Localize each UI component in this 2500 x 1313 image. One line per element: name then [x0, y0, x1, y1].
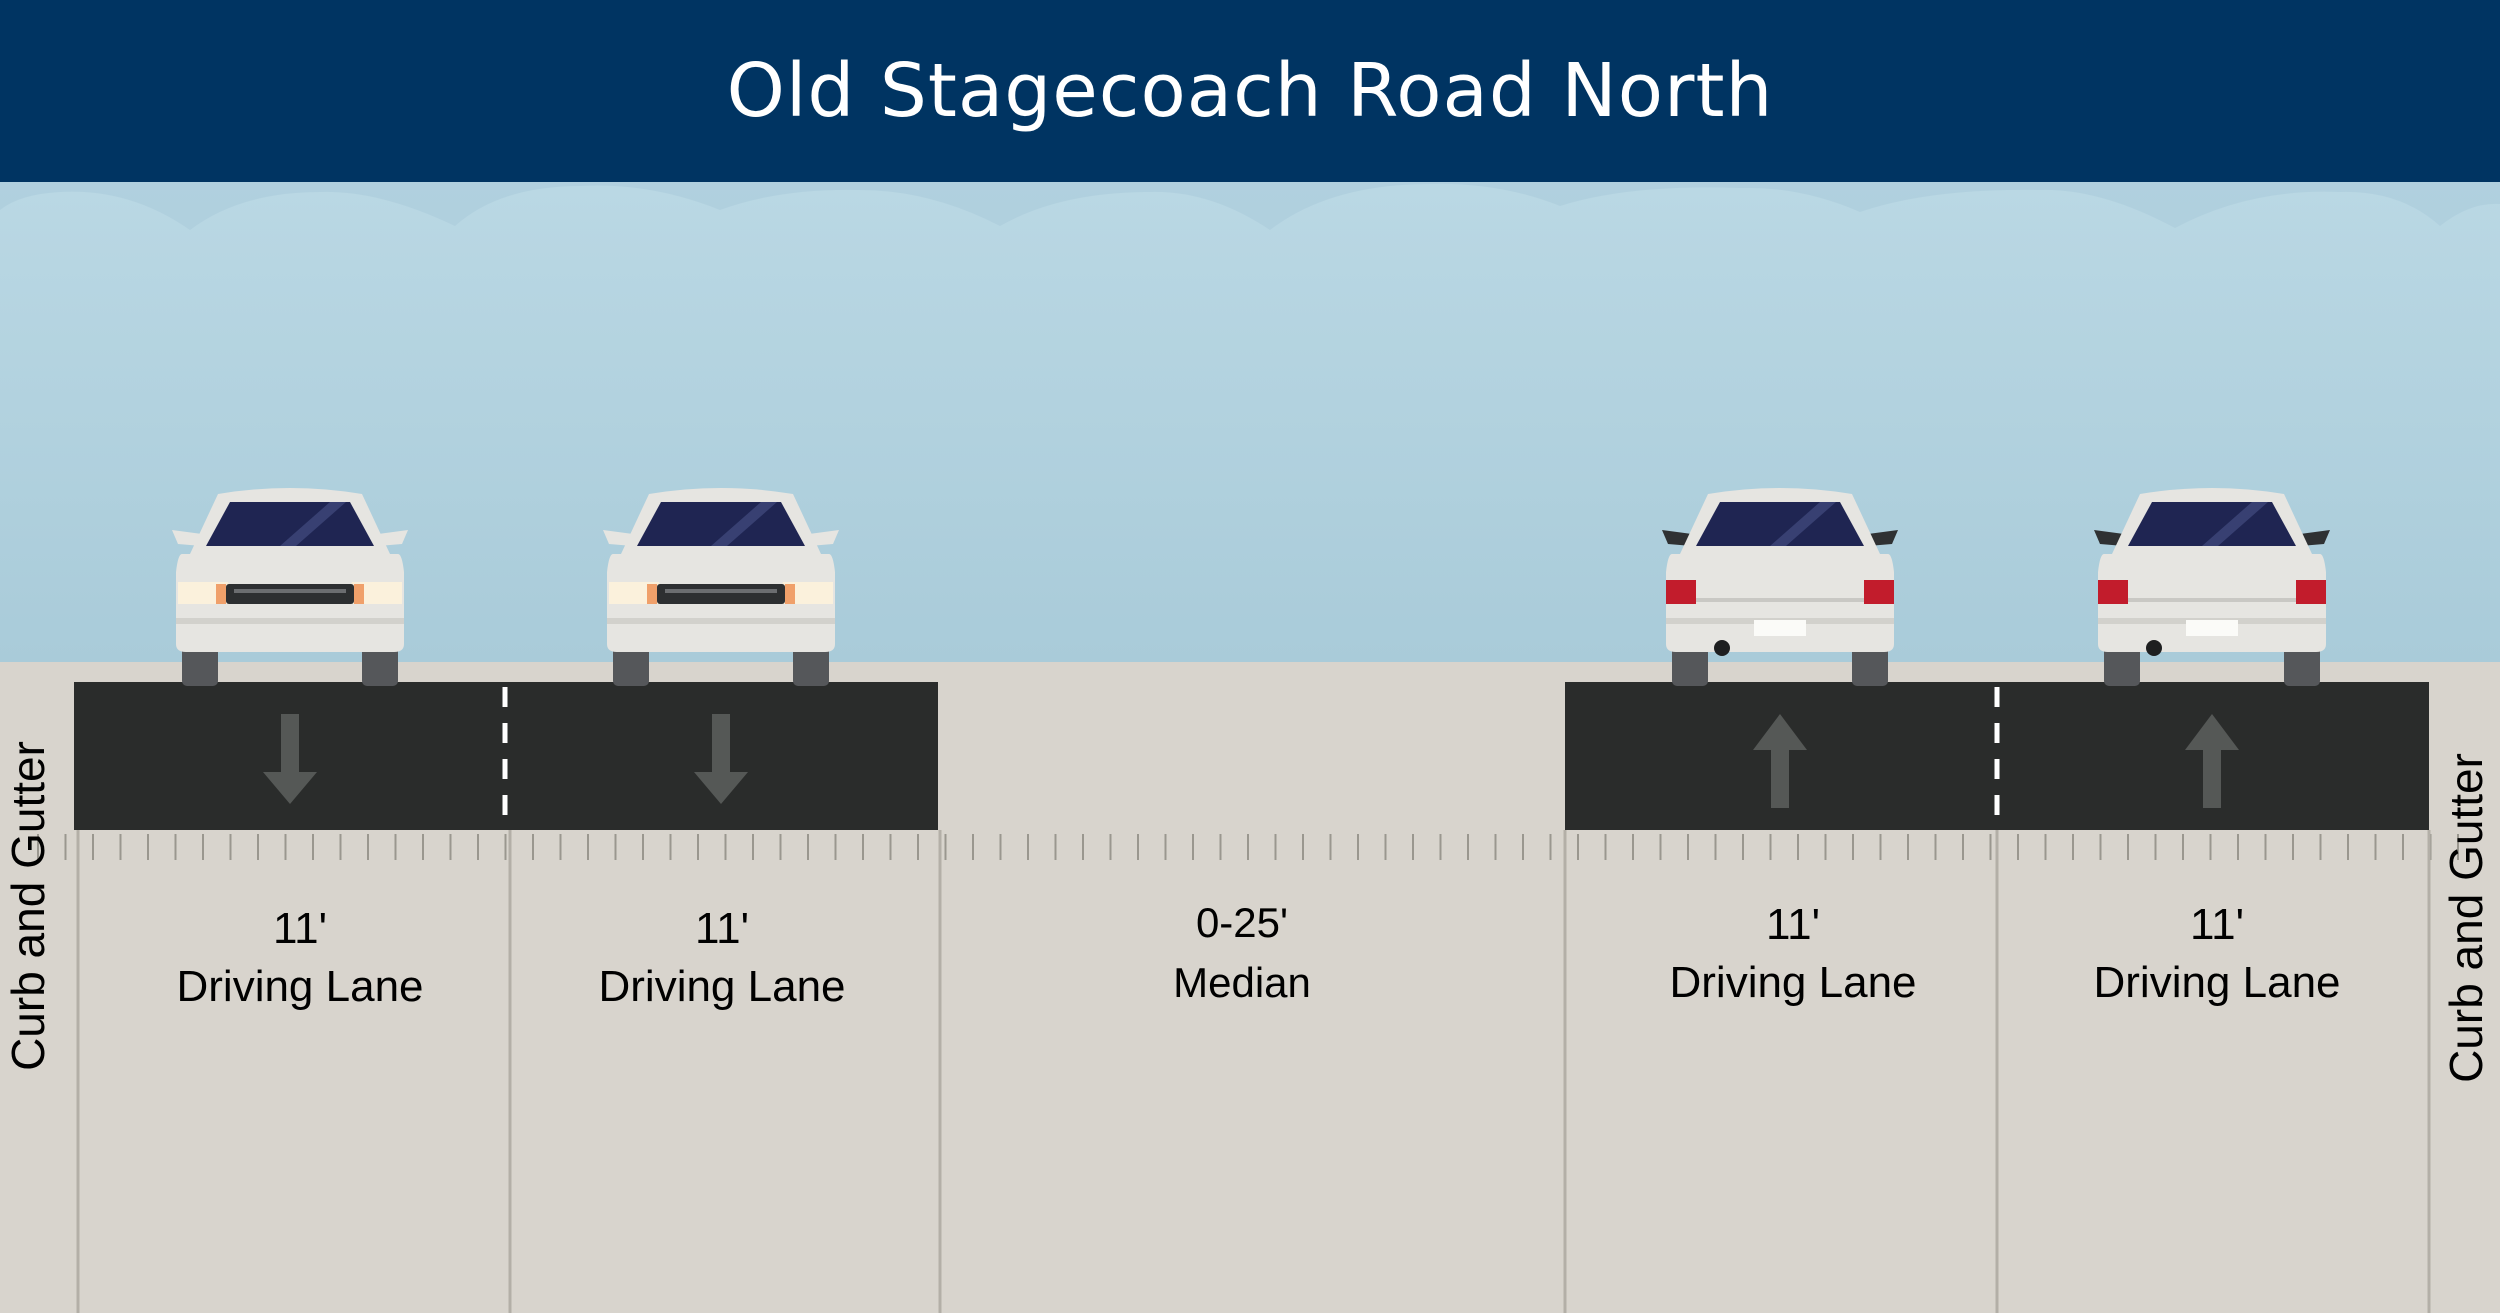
lane-4-name: Driving Lane — [2093, 958, 2341, 1007]
lane-2-name: Driving Lane — [598, 962, 846, 1011]
lane-3-name: Driving Lane — [1669, 958, 1917, 1007]
label-lane-1: 11' Driving Lane — [85, 900, 515, 1016]
lane-4-width: 11' — [2189, 900, 2245, 949]
page-title: Old Stagecoach Road North — [0, 0, 2500, 182]
lane-3-up-arrow-icon — [1753, 714, 1807, 808]
lane-2-down-arrow-icon — [694, 714, 748, 804]
car-front-icon-2 — [603, 488, 839, 686]
lane-2-width: 11' — [694, 904, 750, 953]
label-lane-3: 11' Driving Lane — [1578, 896, 2008, 1012]
lane-1-down-arrow-icon — [263, 714, 317, 804]
median-island — [955, 662, 1558, 678]
label-curb-left: Curb and Gutter — [2, 741, 54, 1071]
car-rear-icon-4 — [2094, 488, 2330, 686]
curb-left — [0, 662, 38, 678]
median-name: Median — [1173, 959, 1311, 1006]
lane-4-up-arrow-icon — [2185, 714, 2239, 808]
curb-right — [2452, 662, 2500, 678]
segment-separators — [76, 830, 2431, 1313]
lane-1-width: 11' — [272, 904, 328, 953]
label-lane-2: 11' Driving Lane — [507, 900, 937, 1016]
car-front-icon-1 — [172, 488, 408, 686]
sky-clouds — [0, 182, 2500, 230]
scale-ticks — [37, 834, 2459, 860]
label-curb-right: Curb and Gutter — [2440, 753, 2492, 1083]
label-median: 0-25' Median — [992, 893, 1492, 1013]
median-width: 0-25' — [1195, 899, 1289, 946]
lane-3-width: 11' — [1765, 900, 1821, 949]
label-lane-4: 11' Driving Lane — [2002, 896, 2432, 1012]
sky — [0, 182, 2500, 662]
street-cross-section — [0, 182, 2500, 1313]
lane-1-name: Driving Lane — [176, 962, 424, 1011]
car-rear-icon-3 — [1662, 488, 1898, 686]
